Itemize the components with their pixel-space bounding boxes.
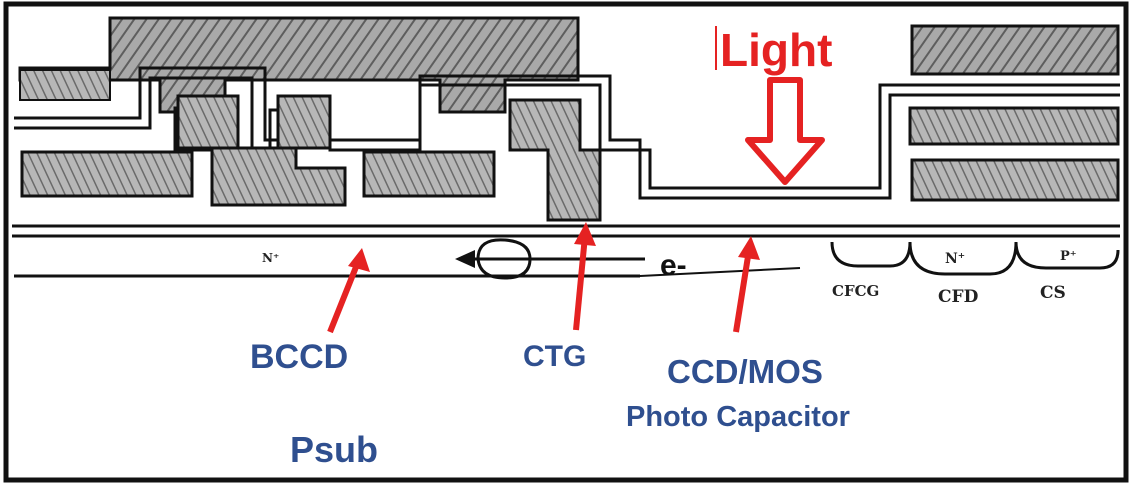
poly-gate-1b (276, 94, 332, 150)
passivation-inner (14, 66, 1120, 200)
cfd-well (908, 241, 1018, 276)
psub-label: Psub (290, 429, 378, 470)
top-metal-right (910, 24, 1120, 76)
ctg-label: CTG (523, 340, 586, 373)
poly-gate-ctg (508, 98, 602, 222)
charge-packet (476, 238, 532, 280)
cfcg-label: CFCG (832, 282, 879, 300)
cs-well (1014, 241, 1120, 270)
electron-label: e- (660, 249, 687, 282)
channel-tail (639, 267, 801, 277)
cfd-label: CFD (938, 287, 979, 307)
cs-label: CS (1040, 283, 1066, 303)
light-label: Light (720, 24, 832, 76)
ccd-mos-pointer (733, 236, 760, 333)
bccd-pointer (327, 248, 370, 334)
ccd-mos-label: CCD/MOS (667, 353, 823, 390)
top-metal-left-cap (19, 69, 111, 101)
n-plus-label-bccd: N⁺ (262, 251, 279, 265)
poly-right-top (908, 106, 1120, 146)
poly-gate-1 (210, 146, 347, 207)
p-plus-label-cs: P⁺ (1060, 249, 1077, 264)
poly-right-bottom (910, 158, 1120, 202)
light-arrow (745, 77, 825, 185)
bccd-label: BCCD (250, 338, 348, 376)
poly-gate-1a (176, 94, 240, 150)
n-plus-label-cfd: N⁺ (945, 251, 965, 267)
poly-gate-left (20, 150, 194, 198)
photo-capacitor-label: Photo Capacitor (626, 401, 850, 433)
poly-gate-mid (362, 150, 496, 198)
ctg-pointer (573, 222, 596, 331)
transfer-arrow-head (455, 250, 475, 268)
cfcg-well (830, 241, 912, 268)
